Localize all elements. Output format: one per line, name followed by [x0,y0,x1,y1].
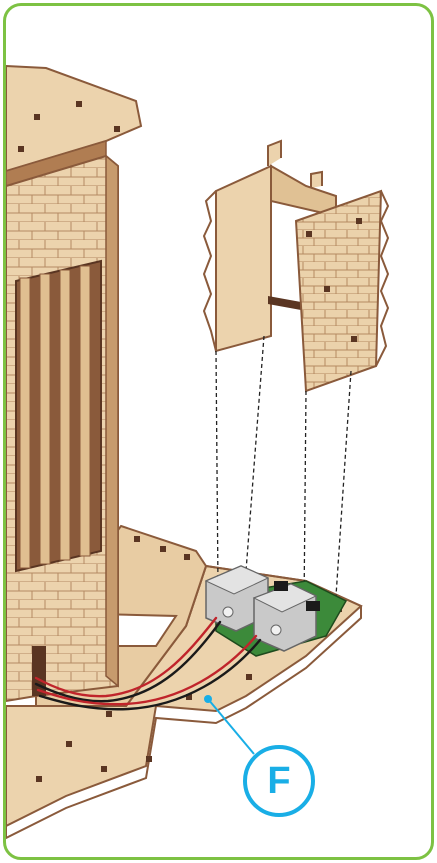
callout-marker [204,695,313,815]
wall-piece-icon [204,141,388,391]
assembly-illustration [6,6,434,860]
illustration-frame: F [3,3,434,860]
